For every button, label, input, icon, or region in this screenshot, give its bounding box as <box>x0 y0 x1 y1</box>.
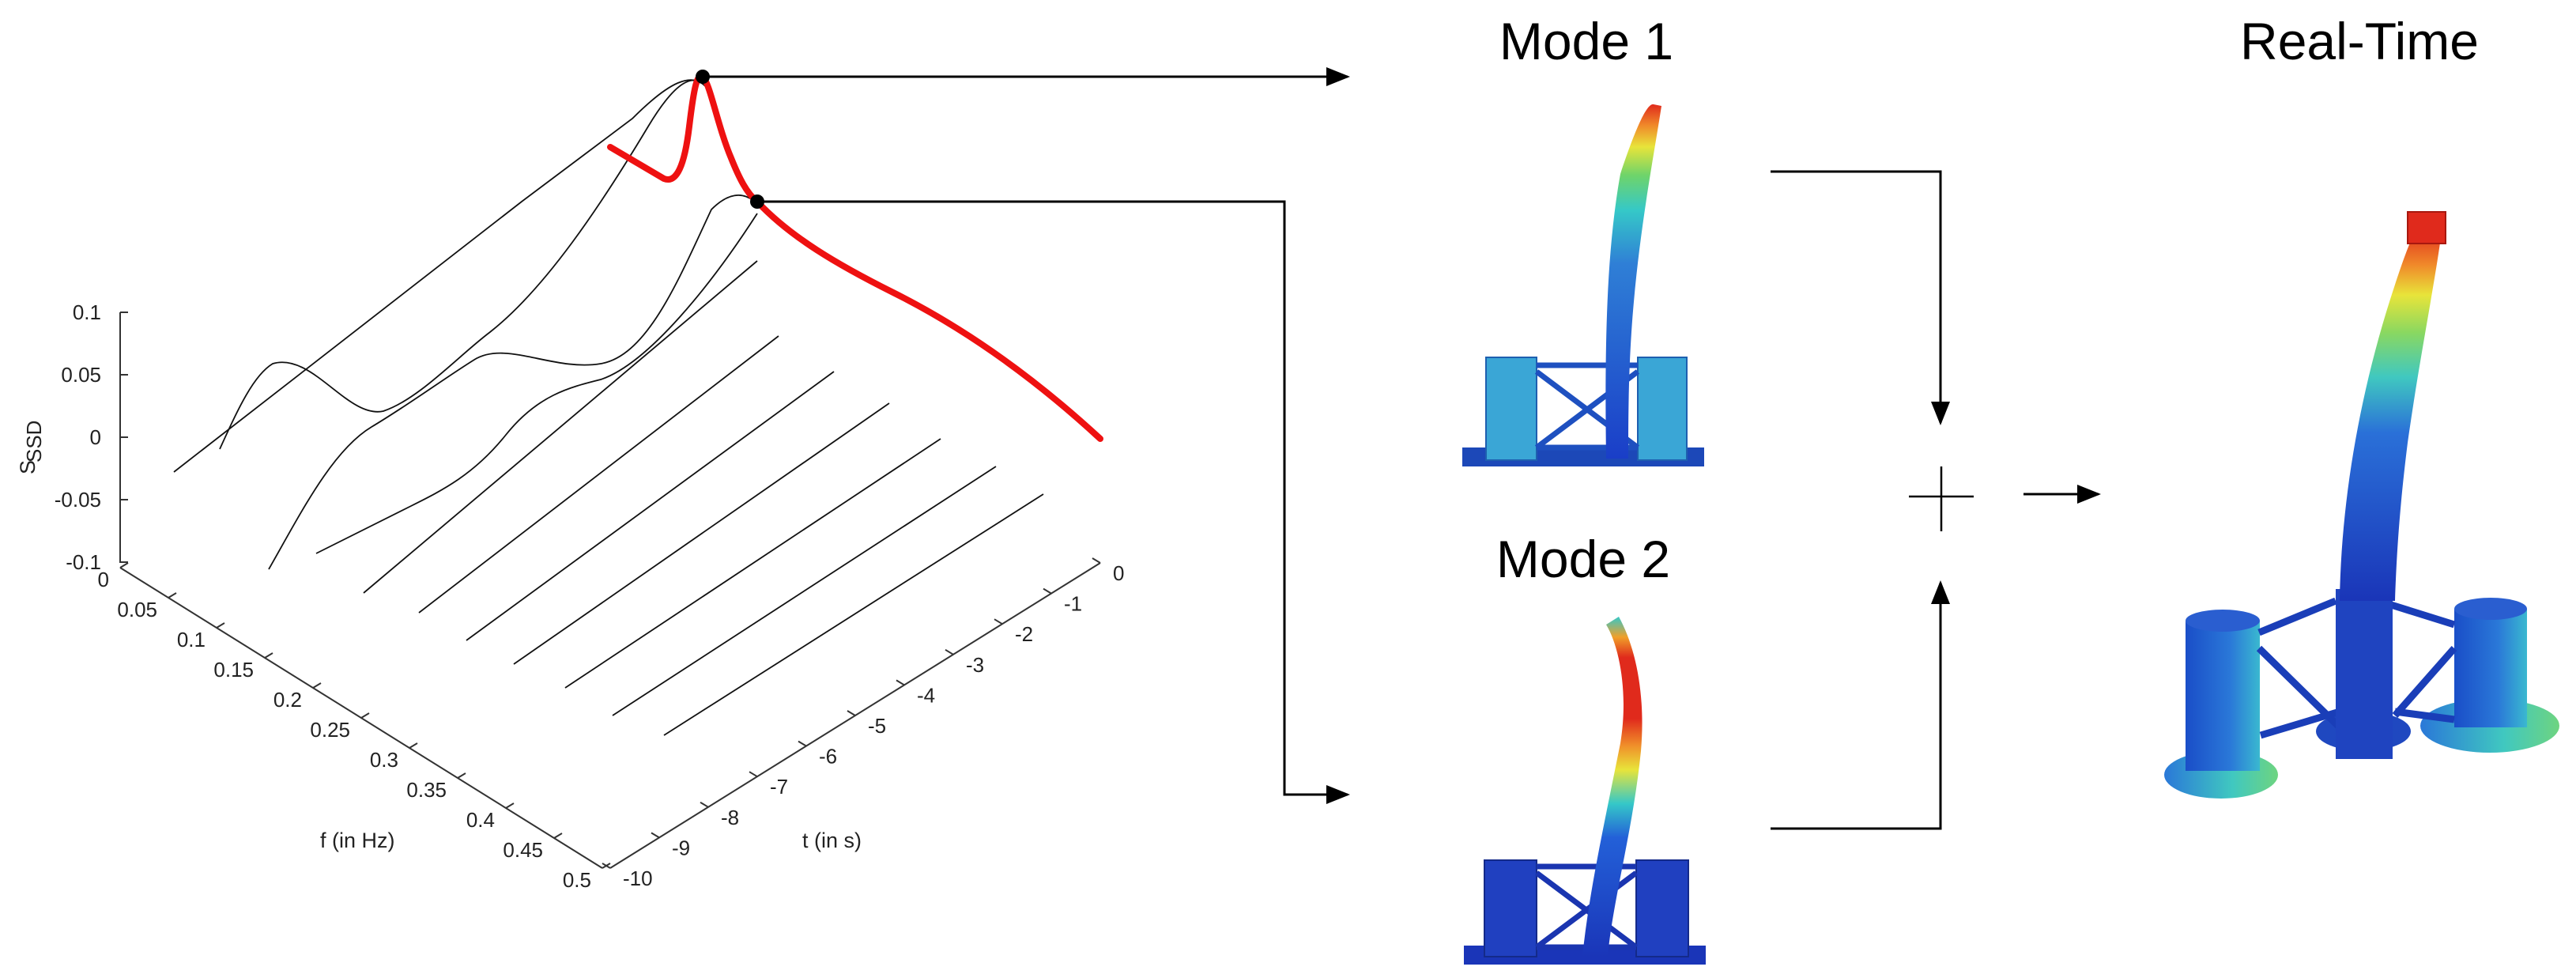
f-tick-label: 0.35 <box>406 778 447 802</box>
arrow-peak-to-mode-2 <box>757 200 1350 804</box>
f-tick-label: 0.5 <box>563 868 591 892</box>
f-tick-mark <box>119 562 129 568</box>
f-tick-mark <box>216 622 225 629</box>
t-tick-label: -4 <box>917 683 935 707</box>
waterfall-slice-line <box>219 79 712 450</box>
f-tick-label: 0.2 <box>273 688 302 712</box>
t-tick-label: 0 <box>1113 561 1124 585</box>
z-tick-label: -0.1 <box>66 550 101 574</box>
f-tick-mark <box>168 592 177 599</box>
t-tick-label: -1 <box>1064 592 1082 616</box>
f-tick-mark <box>505 802 515 809</box>
realtime-nacelle <box>2407 211 2446 244</box>
f-tick-mark <box>409 742 418 749</box>
t-tick-label: -8 <box>721 806 739 829</box>
mode-2-shape-render <box>1464 617 1706 965</box>
realtime-center-column <box>2336 589 2393 759</box>
connector-arrows <box>703 67 2101 830</box>
waterfall-slice-line <box>418 335 779 614</box>
waterfall-slice-line <box>663 493 1044 736</box>
t-axis-label: t (in s) <box>802 829 862 852</box>
f-tick-label: 0.15 <box>213 658 254 682</box>
t-tick-label: -9 <box>672 836 690 859</box>
arrow-mode-1-to-sum <box>1771 170 1950 425</box>
f-tick-mark <box>360 712 370 719</box>
f-tick-mark <box>264 652 273 659</box>
spectral-waterfall-chart: 0.10.050-0.05-0.1 S SSD 00.050.10.150.20… <box>16 70 1124 892</box>
t-tick-label: -5 <box>868 714 886 738</box>
t-tick-label: -6 <box>819 745 837 768</box>
mode-2-tower <box>1582 617 1643 957</box>
t-tick-mark <box>700 801 709 808</box>
arrow-mode-2-to-sum <box>1771 580 1950 830</box>
mode-1-left-pontoon <box>1485 357 1537 461</box>
mode-1-shape-render <box>1462 104 1704 466</box>
t-tick-mark <box>798 740 807 747</box>
z-axis-label: S <box>16 460 40 474</box>
f-axis-label: f (in Hz) <box>320 829 395 852</box>
t-tick-mark <box>749 771 758 778</box>
t-tick-mark <box>945 648 954 655</box>
highlighted-spectrum-slice <box>607 73 1103 442</box>
mode-2-left-pontoon <box>1484 859 1537 957</box>
f-tick-label: 0.25 <box>310 718 350 742</box>
mode-1-right-pontoon <box>1637 357 1688 461</box>
z-tick-label: -0.05 <box>55 488 101 512</box>
t-tick-mark <box>847 710 856 716</box>
realtime-right-column <box>2454 609 2527 727</box>
f-tick-mark <box>312 682 322 689</box>
z-axis-label-subscript: SSD <box>22 421 46 463</box>
mode-1-title: Mode 1 <box>1499 12 1673 70</box>
t-tick-mark <box>994 618 1003 625</box>
z-tick-label: 0.05 <box>61 363 101 387</box>
waterfall-slice-line <box>612 466 997 716</box>
f-axis-ticks: 0 0.05 0.1 0.15 0.2 0.25 0.3 0.35 0.4 0.45 0.5 <box>98 562 611 892</box>
t-tick-label: -3 <box>966 653 984 677</box>
realtime-tower <box>2340 228 2441 601</box>
f-tick-label: 0.3 <box>370 748 398 772</box>
f-tick-mark <box>553 833 563 839</box>
f-tick-mark <box>457 772 466 779</box>
mode-2-right-pontoon <box>1635 859 1689 957</box>
t-tick-mark <box>651 832 660 839</box>
waterfall-slice-line <box>466 371 835 641</box>
t-tick-mark <box>1043 587 1052 595</box>
t-tick-label: -7 <box>770 775 788 799</box>
mode-2-title: Mode 2 <box>1496 530 1670 588</box>
z-axis-ticks: 0.1 0.05 0 -0.05 -0.1 <box>55 300 128 574</box>
t-axis-ticks: 0 -1 -2 -3 -4 -5 -6 -7 -8 -9 -10 <box>602 557 1124 890</box>
t-tick-mark <box>1092 557 1101 564</box>
f-tick-label: 0.1 <box>177 628 206 651</box>
realtime-title: Real-Time <box>2240 12 2479 70</box>
f-tick-label: 0.4 <box>466 808 495 832</box>
mode-1-tower <box>1605 104 1661 459</box>
t-tick-label: -2 <box>1015 622 1033 646</box>
realtime-shape-render <box>2164 211 2559 799</box>
waterfall-slice-line <box>315 213 758 554</box>
waterfall-slice-line <box>268 194 758 570</box>
t-tick-mark <box>602 863 611 869</box>
waterfall-slice-line <box>173 79 712 473</box>
z-tick-label: 0.1 <box>73 300 101 324</box>
f-tick-label: 0.45 <box>503 838 543 862</box>
z-tick-label: 0 <box>90 425 101 449</box>
waterfall-slice-line <box>363 260 758 594</box>
f-tick-label: 0 <box>98 568 109 591</box>
t-tick-mark <box>896 679 905 686</box>
waterfall-slices <box>173 79 1044 736</box>
waterfall-slice-line <box>513 402 890 665</box>
f-tick-label: 0.05 <box>117 598 157 621</box>
waterfall-slice-line <box>564 438 941 689</box>
t-tick-label: -10 <box>623 867 653 890</box>
realtime-left-column <box>2186 621 2260 771</box>
